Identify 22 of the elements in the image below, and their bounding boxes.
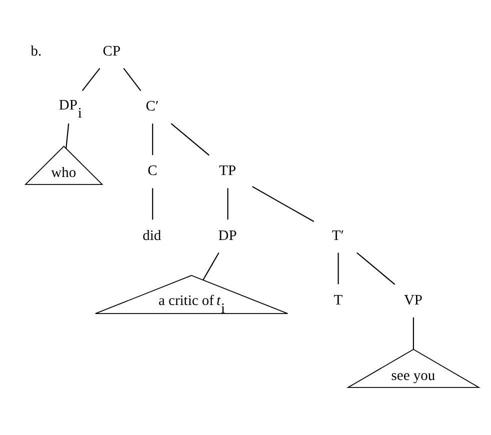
node-text: T xyxy=(334,292,343,308)
connector xyxy=(152,188,154,220)
connector xyxy=(252,186,314,222)
label: b. xyxy=(30,42,42,59)
connector xyxy=(152,123,154,155)
node-text: VP xyxy=(404,292,422,308)
node-text: did xyxy=(142,227,162,244)
node-text: C′ xyxy=(146,98,159,114)
node-text: TP xyxy=(219,162,236,179)
connector xyxy=(202,252,220,280)
node-text: T′ xyxy=(332,227,344,244)
connector xyxy=(227,188,228,220)
node-text: C xyxy=(148,162,158,179)
node-text: CP xyxy=(102,42,121,59)
connector xyxy=(412,316,414,349)
connector xyxy=(66,123,70,148)
connector xyxy=(82,67,100,90)
connector xyxy=(338,252,339,284)
connector xyxy=(123,67,142,90)
connector xyxy=(170,122,210,156)
node-text: DP xyxy=(218,227,237,244)
connector xyxy=(356,252,396,284)
